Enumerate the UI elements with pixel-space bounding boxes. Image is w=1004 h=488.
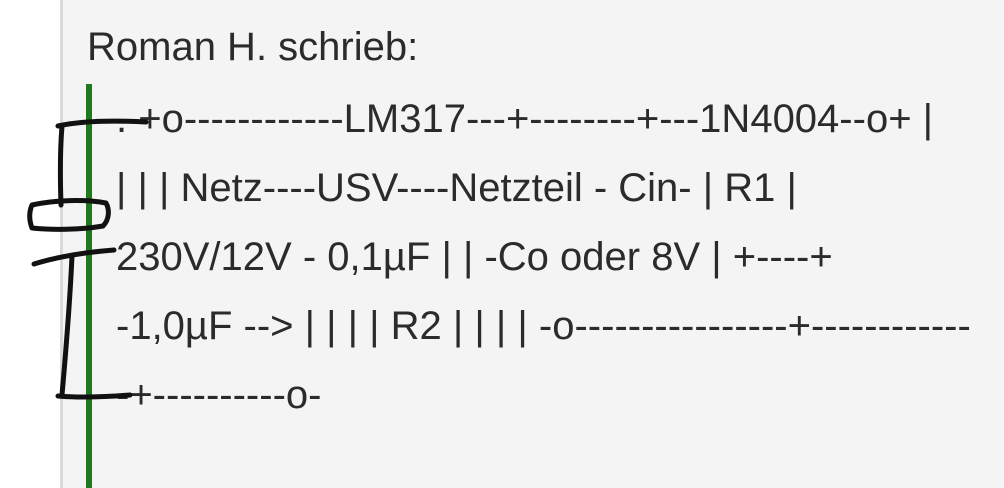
quote-line-4: -1,0µF --> | | | | R2 | | | | -o--------… bbox=[116, 304, 971, 348]
quote-line-5: -+----------o- bbox=[116, 373, 322, 417]
quote-line-3: 230V/12V - 0,1µF | | -Co oder 8V | +----… bbox=[116, 235, 833, 279]
post-body bbox=[60, 0, 1004, 488]
quote-author-header: Roman H. schrieb: bbox=[87, 25, 419, 69]
quote-line-2: | | | Netz----USV----Netzteil - Cin- | R… bbox=[116, 166, 797, 210]
quote-bar bbox=[86, 84, 92, 488]
quote-line-1: . +o------------LM317---+--------+---1N4… bbox=[116, 97, 934, 141]
